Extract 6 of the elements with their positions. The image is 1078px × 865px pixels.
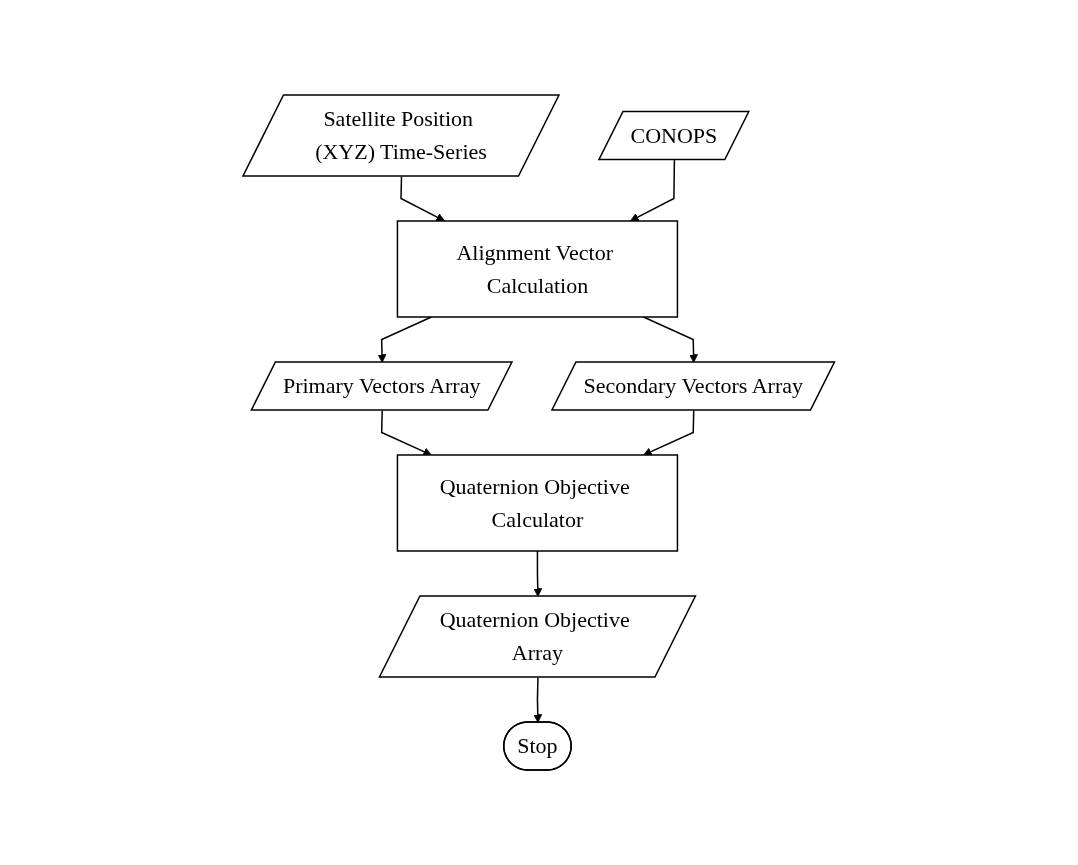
arrow [381, 409, 433, 456]
arrow [643, 409, 695, 456]
arrow [630, 159, 676, 222]
node-box: Quaternion Objective Calculator [396, 454, 679, 552]
node-box: Alignment Vector Calculation [396, 220, 679, 318]
arrow [533, 676, 543, 723]
